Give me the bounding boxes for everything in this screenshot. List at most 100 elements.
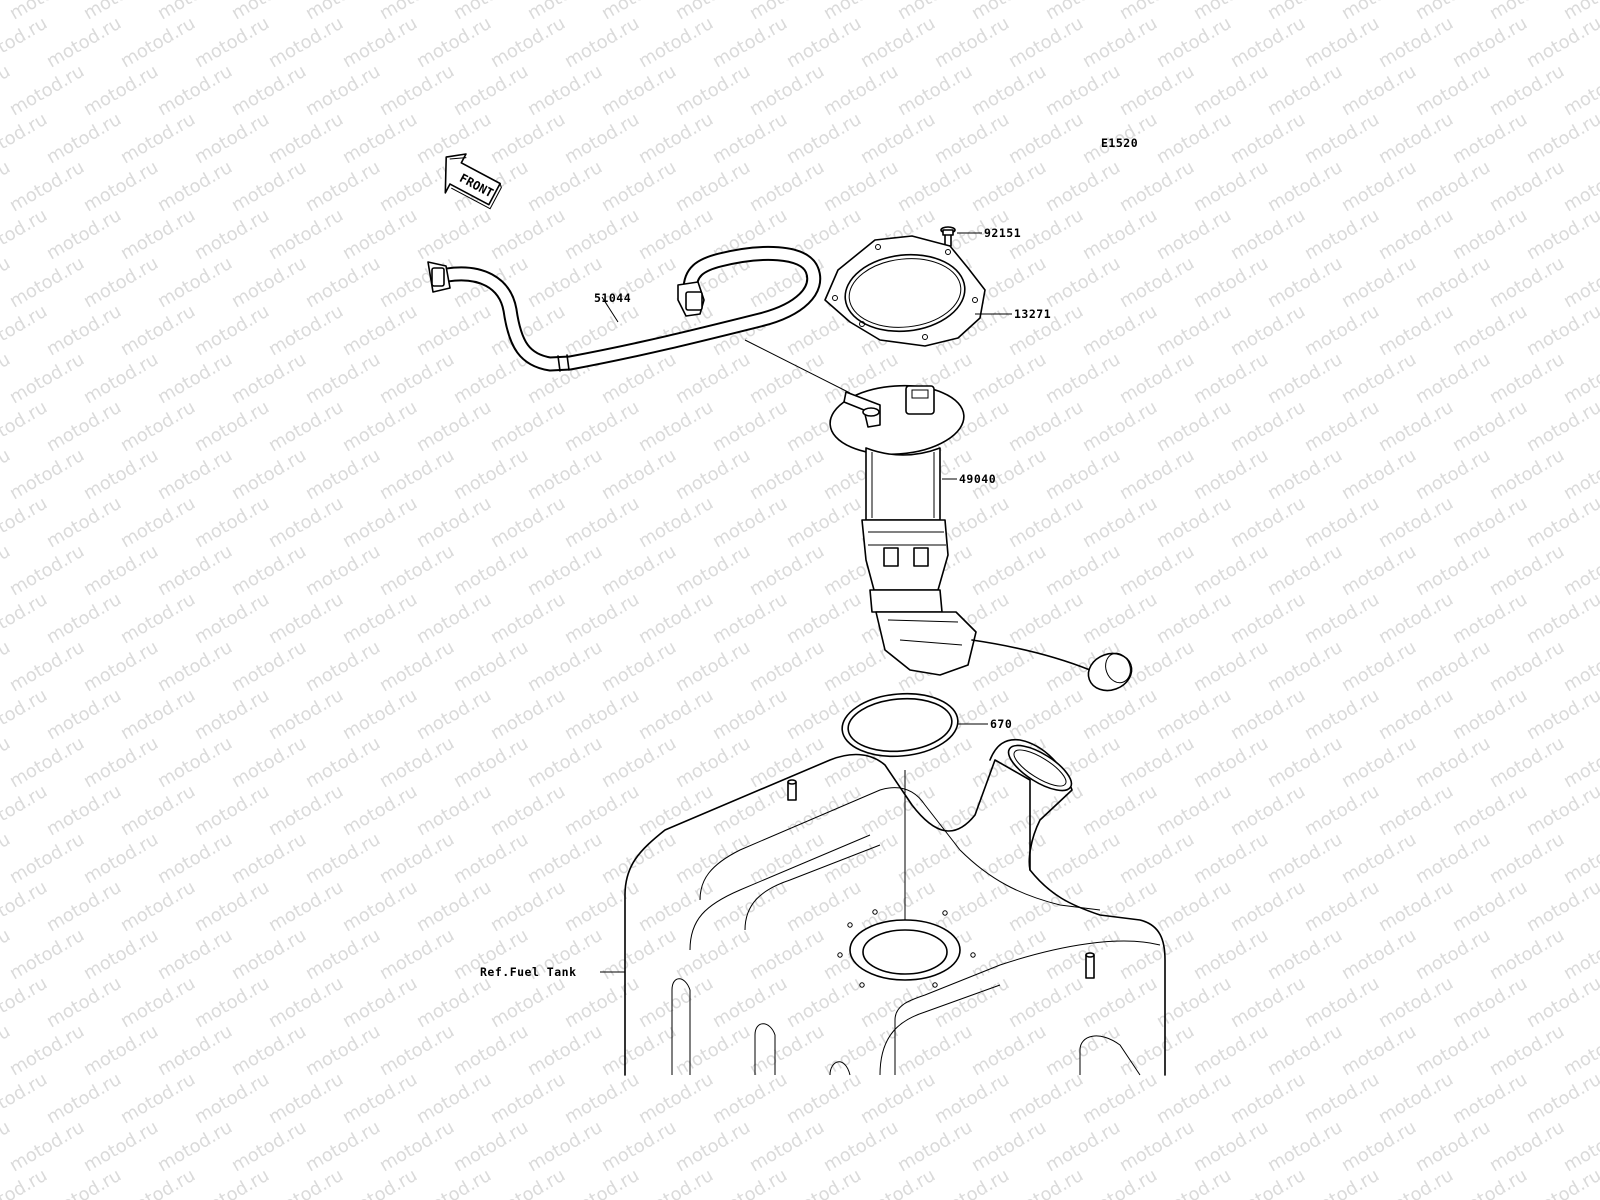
watermark-text: motod.ru xyxy=(1301,781,1383,840)
watermark-text: motod.ru xyxy=(1449,877,1531,936)
watermark-text: motod.ru xyxy=(709,397,791,456)
watermark-text: motod.ru xyxy=(450,829,532,888)
watermark-text: motod.ru xyxy=(43,685,125,744)
watermark-text: motod.ru xyxy=(524,1117,606,1176)
watermark-text: motod.ru xyxy=(1005,397,1087,456)
watermark-text: motod.ru xyxy=(783,1069,865,1128)
watermark-text: motod.ru xyxy=(598,445,680,504)
watermark-text: motod.ru xyxy=(968,61,1050,120)
watermark-text: motod.ru xyxy=(1190,1117,1272,1176)
watermark-text: motod.ru xyxy=(487,205,569,264)
watermark-text: motod.ru xyxy=(1190,157,1272,216)
watermark-text: motod.ru xyxy=(6,61,88,120)
watermark-text: motod.ru xyxy=(6,1021,88,1080)
watermark-text: motod.ru xyxy=(1486,253,1568,312)
watermark-text: motod.ru xyxy=(561,589,643,648)
watermark-text: motod.ru xyxy=(635,973,717,1032)
watermark-text: motod.ru xyxy=(709,493,791,552)
watermark-text: motod.ru xyxy=(672,61,754,120)
watermark-text: motod.ru xyxy=(635,13,717,72)
watermark-text: motod.ru xyxy=(1412,1021,1494,1080)
watermark-text: motod.ru xyxy=(1005,973,1087,1032)
watermark-text: motod.ru xyxy=(1523,493,1600,552)
watermark-text: motod.ru xyxy=(1116,541,1198,600)
watermark-text: motod.ru xyxy=(376,925,458,984)
watermark-text: motod.ru xyxy=(524,541,606,600)
watermark-text: motod.ru xyxy=(450,0,532,24)
watermark-text: motod.ru xyxy=(1486,541,1568,600)
watermark-text: motod.ru xyxy=(265,781,347,840)
watermark-text: motod.ru xyxy=(487,397,569,456)
watermark-text: motod.ru xyxy=(1412,349,1494,408)
watermark-text: motod.ru xyxy=(1449,973,1531,1032)
watermark-text: motod.ru xyxy=(6,541,88,600)
watermark-text: motod.ru xyxy=(1338,1021,1420,1080)
watermark-text: motod.ru xyxy=(117,397,199,456)
watermark-text: motod.ru xyxy=(154,445,236,504)
watermark-text: motod.ru xyxy=(228,349,310,408)
watermark-text: motod.ru xyxy=(1375,205,1457,264)
watermark-text: motod.ru xyxy=(1264,1117,1346,1176)
watermark-text: motod.ru xyxy=(228,157,310,216)
watermark-text: motod.ru xyxy=(413,205,495,264)
watermark-text: motod.ru xyxy=(1116,925,1198,984)
watermark-text: motod.ru xyxy=(1449,109,1531,168)
watermark-text: motod.ru xyxy=(1449,13,1531,72)
watermark-text: motod.ru xyxy=(1153,109,1235,168)
watermark-text: motod.ru xyxy=(1116,733,1198,792)
watermark-text: motod.ru xyxy=(265,685,347,744)
watermark-text: motod.ru xyxy=(1227,1069,1309,1128)
watermark-text: motod.ru xyxy=(1264,445,1346,504)
watermark-text: motod.ru xyxy=(80,61,162,120)
watermark-text: motod.ru xyxy=(857,109,939,168)
watermark-text: motod.ru xyxy=(0,973,51,1032)
watermark-text: motod.ru xyxy=(1301,13,1383,72)
watermark-text: motod.ru xyxy=(635,685,717,744)
watermark-text: motod.ru xyxy=(746,925,828,984)
watermark-text: motod.ru xyxy=(117,13,199,72)
watermark-text: motod.ru xyxy=(154,925,236,984)
watermark-text: motod.ru xyxy=(1190,733,1272,792)
watermark-text: motod.ru xyxy=(1190,349,1272,408)
watermark-text: motod.ru xyxy=(1375,13,1457,72)
watermark-text: motod.ru xyxy=(0,493,51,552)
watermark-text: motod.ru xyxy=(1153,397,1235,456)
watermark-text: motod.ru xyxy=(1338,349,1420,408)
watermark-text: motod.ru xyxy=(1153,493,1235,552)
watermark-text: motod.ru xyxy=(1338,157,1420,216)
watermark-text: motod.ru xyxy=(450,349,532,408)
watermark-text: motod.ru xyxy=(1042,1117,1124,1176)
watermark-text: motod.ru xyxy=(1338,61,1420,120)
watermark-text: motod.ru xyxy=(1116,445,1198,504)
watermark-text: motod.ru xyxy=(487,1069,569,1128)
watermark-text: motod.ru xyxy=(561,877,643,936)
watermark-text: motod.ru xyxy=(1264,253,1346,312)
part-number-13271: 13271 xyxy=(1014,307,1051,321)
watermark-text: motod.ru xyxy=(672,157,754,216)
watermark-text: motod.ru xyxy=(1412,0,1494,24)
watermark-text: motod.ru xyxy=(1449,205,1531,264)
watermark-text: motod.ru xyxy=(672,541,754,600)
watermark-text: motod.ru xyxy=(376,1117,458,1176)
watermark-text: motod.ru xyxy=(820,829,902,888)
watermark-text: motod.ru xyxy=(6,829,88,888)
watermark-text: motod.ru xyxy=(80,733,162,792)
watermark-text: motod.ru xyxy=(302,925,384,984)
watermark-text: motod.ru xyxy=(339,205,421,264)
watermark-text: motod.ru xyxy=(1079,973,1161,1032)
watermark-text: motod.ru xyxy=(598,829,680,888)
watermark-text: motod.ru xyxy=(43,589,125,648)
watermark-text: motod.ru xyxy=(1116,0,1198,24)
watermark-text: motod.ru xyxy=(6,637,88,696)
watermark-text: motod.ru xyxy=(0,301,51,360)
fuel-tank-reference xyxy=(624,738,1166,1076)
watermark-text: motod.ru xyxy=(6,253,88,312)
watermark-text: motod.ru xyxy=(1338,1117,1420,1176)
watermark-text: motod.ru xyxy=(339,301,421,360)
watermark-text: motod.ru xyxy=(820,61,902,120)
watermark-text: motod.ru xyxy=(228,1021,310,1080)
watermark-text: motod.ru xyxy=(339,397,421,456)
watermark-text: motod.ru xyxy=(0,1069,51,1128)
watermark-text: motod.ru xyxy=(968,541,1050,600)
